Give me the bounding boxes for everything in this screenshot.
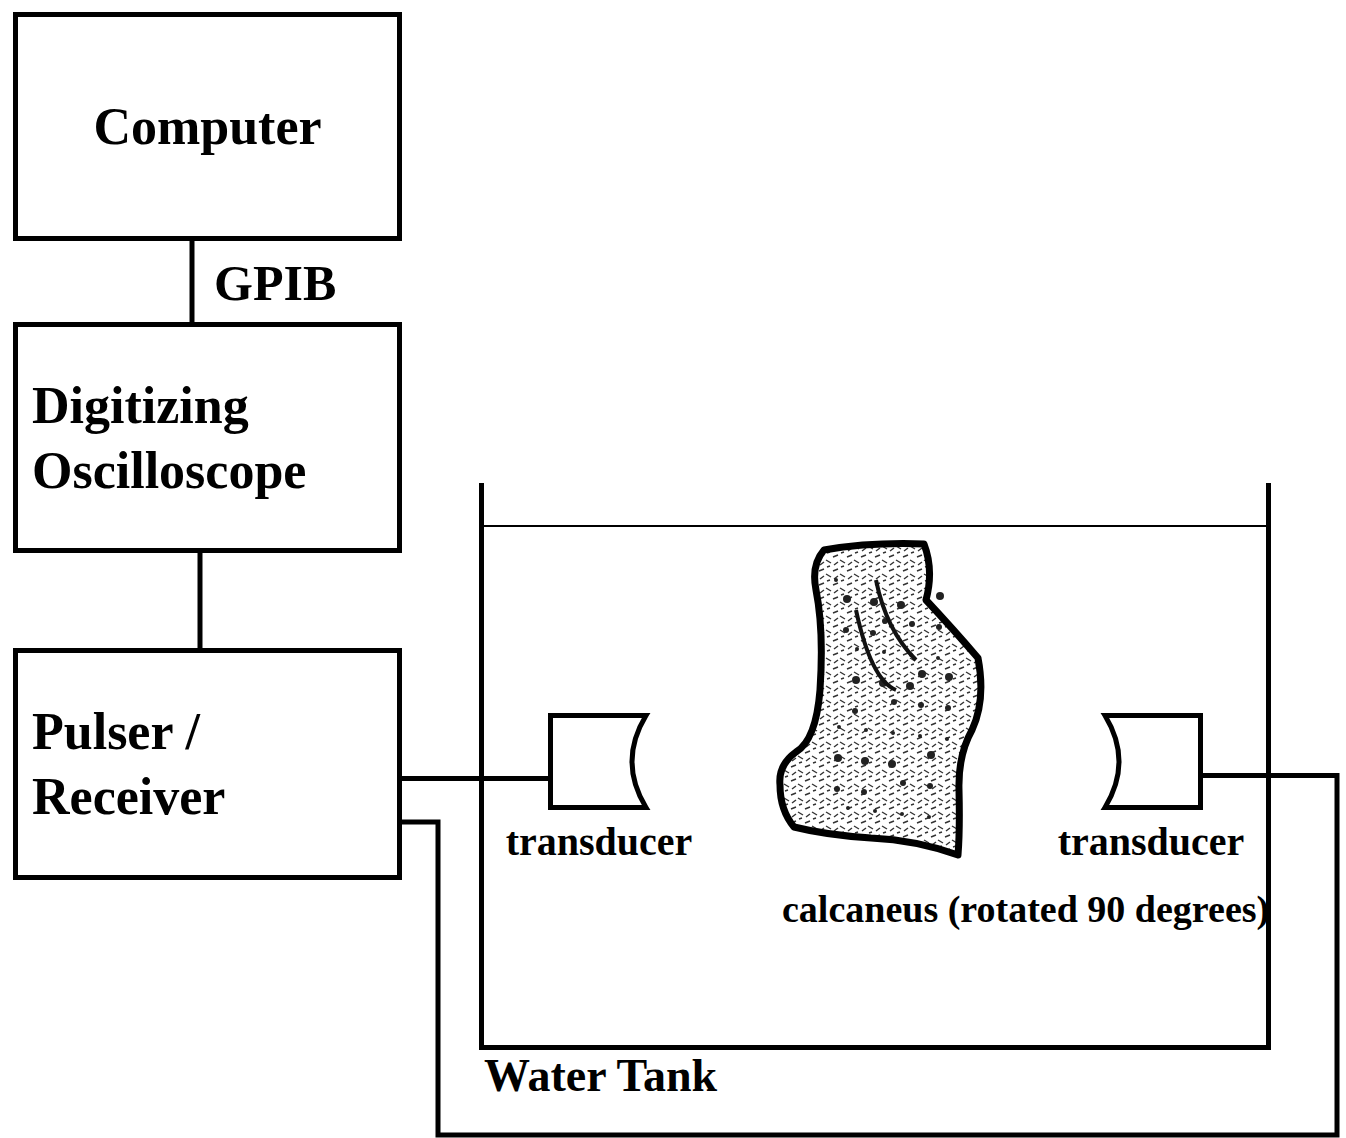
water-tank: Water Tanktransducercalcaneus (rotated 9…: [479, 483, 1271, 1050]
transducer: transducer: [548, 713, 650, 810]
bone-illustration: [776, 540, 988, 862]
transducer-symbol: [548, 713, 650, 810]
transducer: transducer: [1099, 713, 1203, 810]
node-label: Pulser / Receiver: [18, 699, 397, 829]
node-label: Digitizing Oscilloscope: [18, 373, 397, 503]
node-label: transducer: [1058, 818, 1245, 865]
node-label: Computer: [79, 94, 335, 159]
wire: [402, 776, 548, 781]
wire: [190, 241, 195, 322]
node-label: Water Tank: [484, 1049, 717, 1102]
transducer-symbol: [1099, 713, 1203, 810]
computer-box: Computer: [13, 12, 402, 241]
node-label: calcaneus (rotated 90 degrees): [782, 884, 1192, 935]
pulser-receiver-box: Pulser / Receiver: [13, 648, 402, 880]
node-label: transducer: [506, 818, 693, 865]
bus-label: GPIB: [214, 256, 336, 311]
calcaneus: calcaneus (rotated 90 degrees): [776, 540, 988, 862]
wire: [198, 553, 203, 648]
oscilloscope-box: Digitizing Oscilloscope: [13, 322, 402, 553]
water-line: [484, 525, 1266, 527]
